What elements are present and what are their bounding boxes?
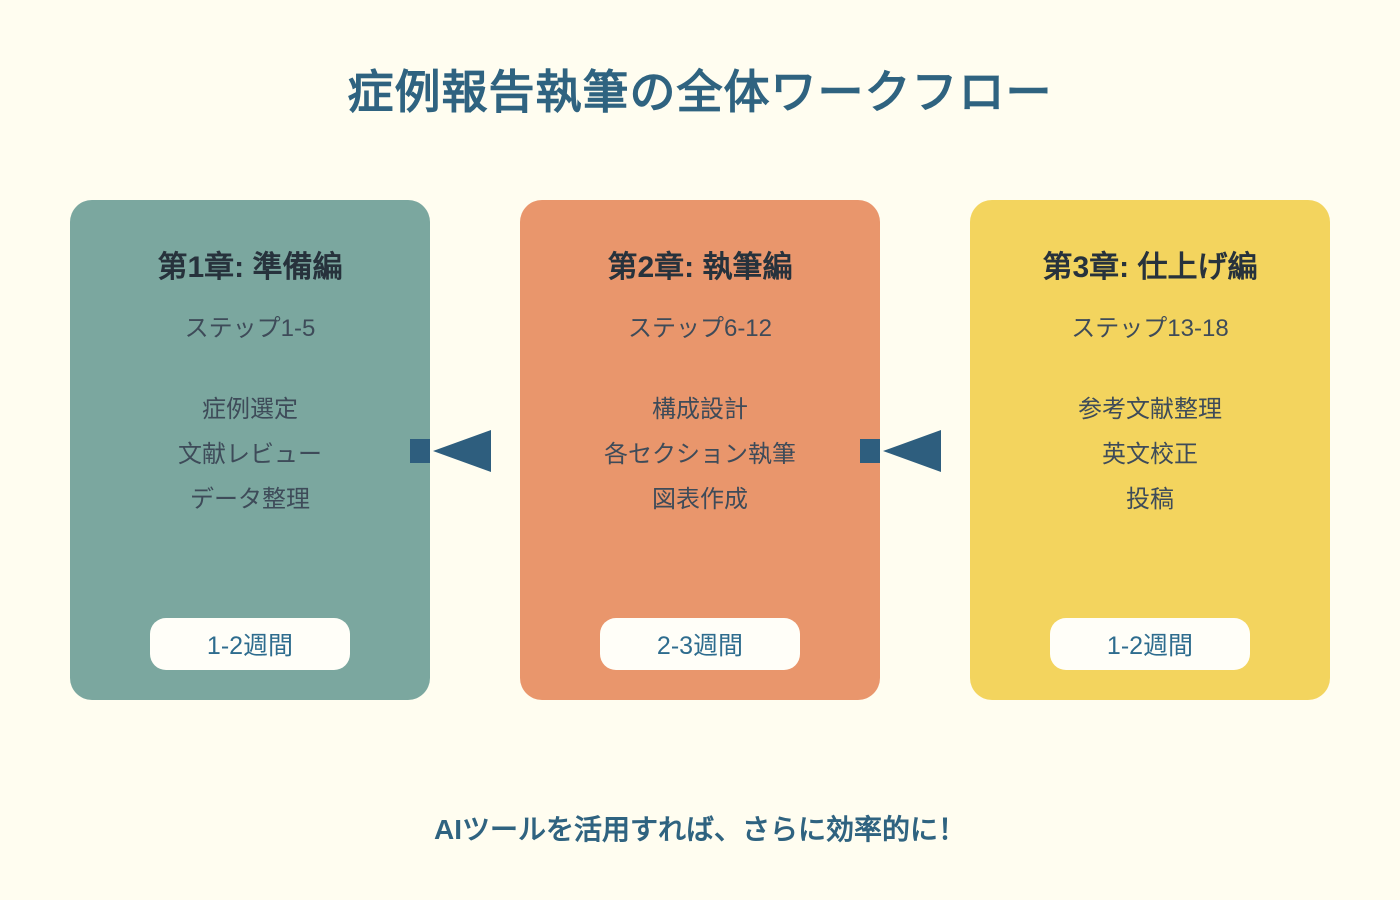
chapter-2-title: 第2章: 執筆編: [607, 251, 793, 284]
chapter-3-title: 第3章: 仕上げ編: [1042, 251, 1258, 284]
task-item: 各セクション執筆: [604, 441, 796, 468]
chapter-3-card: 第3章: 仕上げ編 ステップ13-18 参考文献整理 英文校正 投稿 1-2週間: [970, 200, 1330, 700]
page-title: 症例報告執筆の全体ワークフロー: [347, 66, 1053, 118]
chapter-3-task-list: 参考文献整理 英文校正 投稿: [970, 387, 1330, 522]
task-item: 図表作成: [652, 486, 748, 513]
task-item: 文献レビュー: [178, 441, 322, 468]
chapter-2-steps: ステップ6-12: [627, 315, 773, 342]
task-item: 参考文献整理: [1078, 396, 1222, 423]
arrow-tail-square-icon: [860, 439, 880, 463]
arrow-left-icon: [883, 430, 941, 472]
chapter-1-steps: ステップ1-5: [184, 315, 316, 342]
chapter-3-steps: ステップ13-18: [1071, 315, 1229, 342]
chapter-1-title: 第1章: 準備編: [157, 251, 343, 284]
chapter-1-task-list: 症例選定 文献レビュー データ整理: [70, 387, 430, 522]
arrow-left-icon: [433, 430, 491, 472]
chapter-2-duration-badge: 2-3週間: [600, 618, 800, 670]
chapter-2-task-list: 構成設計 各セクション執筆 図表作成: [520, 387, 880, 522]
task-item: 構成設計: [652, 396, 748, 423]
footer-note: AIツールを活用すれば、さらに効率的に！: [433, 814, 966, 845]
task-item: 症例選定: [202, 396, 298, 423]
chapter-2-card: 第2章: 執筆編 ステップ6-12 構成設計 各セクション執筆 図表作成 2-3…: [520, 200, 880, 700]
chapter-3-duration-badge: 1-2週間: [1050, 618, 1250, 670]
arrow-tail-square-icon: [410, 439, 430, 463]
chapter-1-duration-badge: 1-2週間: [150, 618, 350, 670]
task-item: データ整理: [190, 486, 310, 513]
task-item: 英文校正: [1102, 441, 1198, 468]
task-item: 投稿: [1126, 486, 1174, 513]
chapter-1-card: 第1章: 準備編 ステップ1-5 症例選定 文献レビュー データ整理 1-2週間: [70, 200, 430, 700]
